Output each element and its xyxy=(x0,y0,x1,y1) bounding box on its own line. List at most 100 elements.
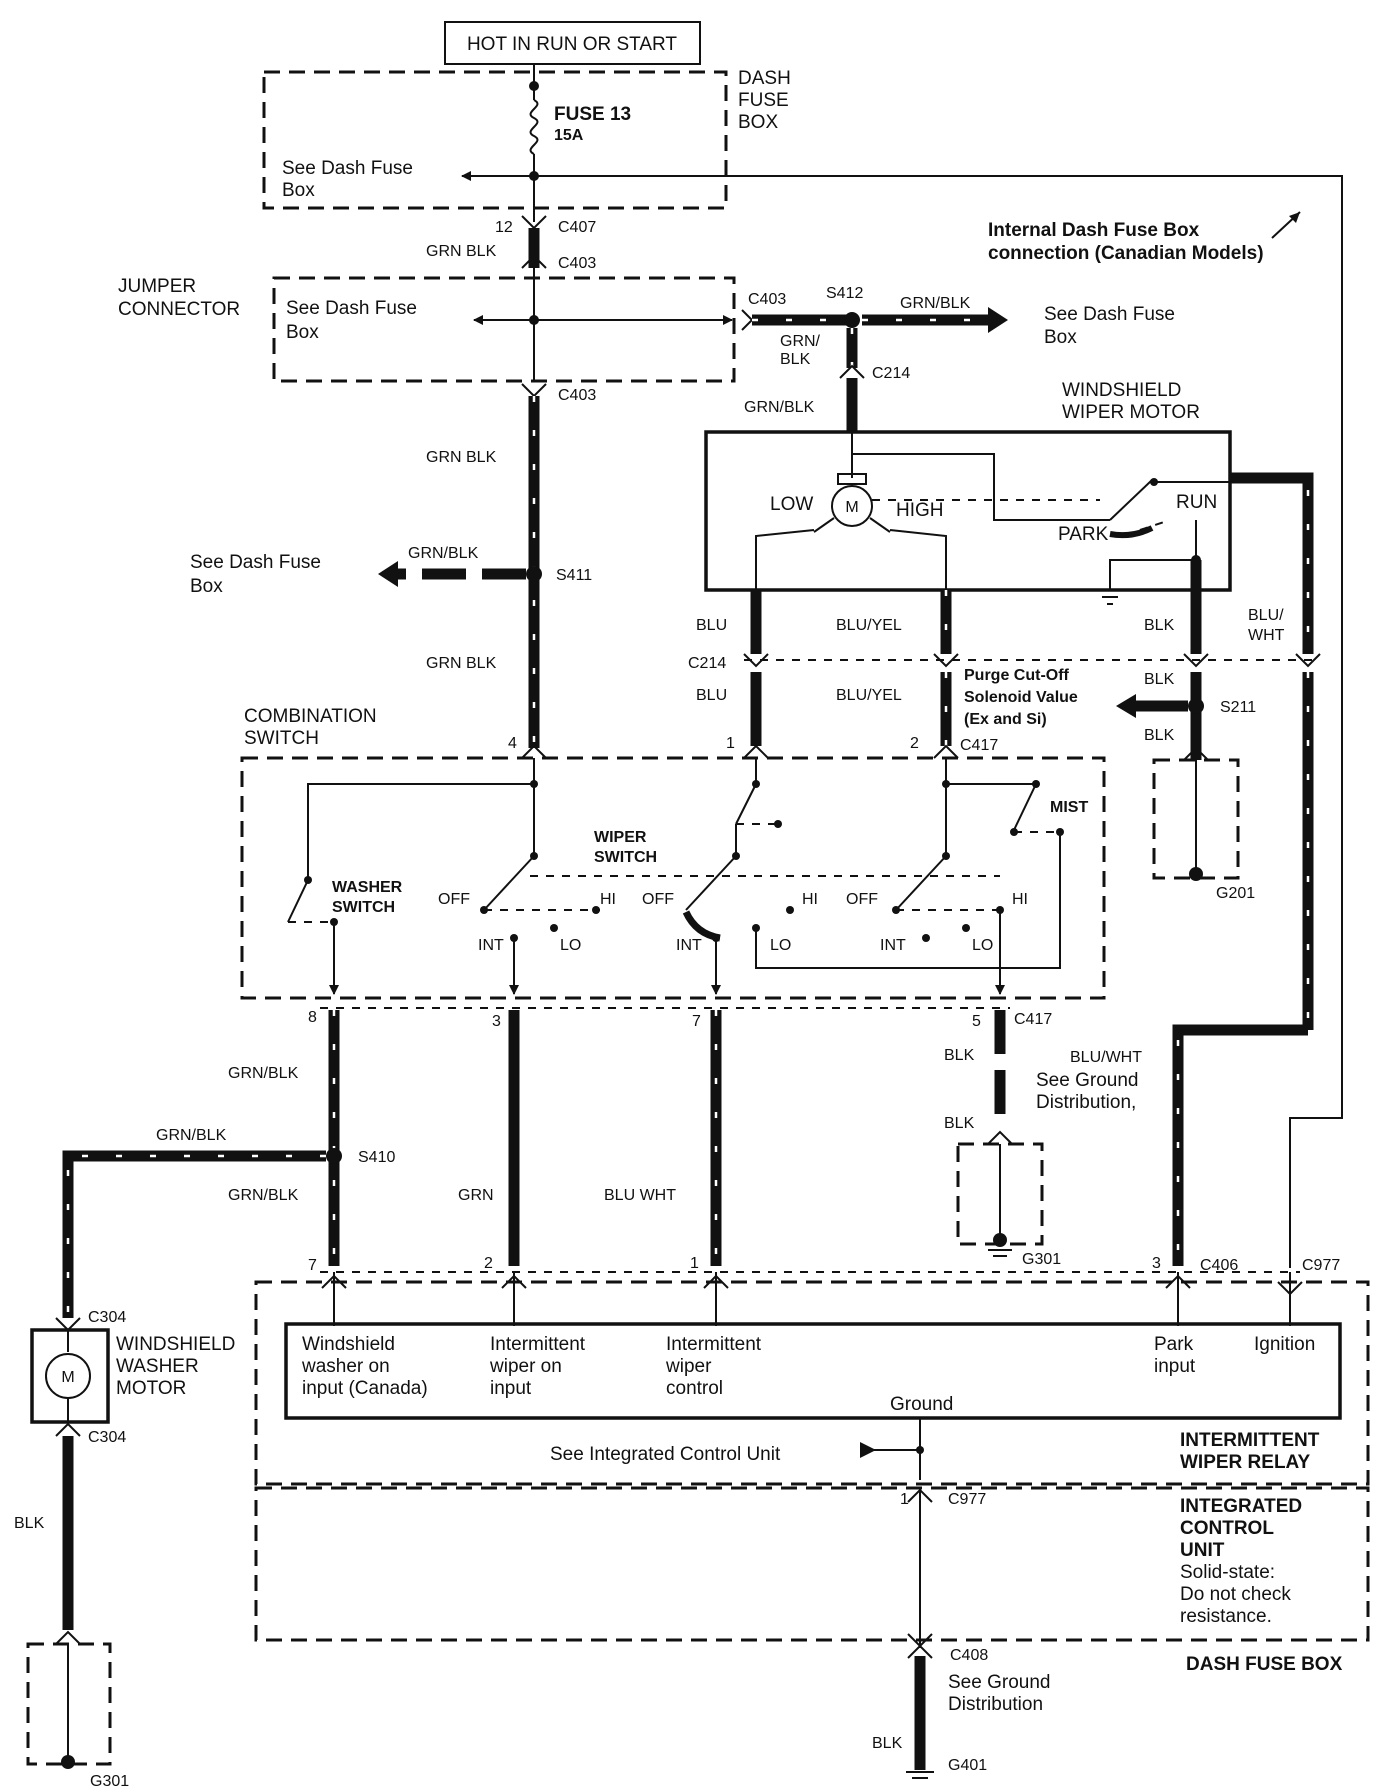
see-dash-fuse-box-s411-2: Box xyxy=(190,576,223,597)
svg-text:7: 7 xyxy=(308,1257,317,1274)
see-dash-fuse-box-s412: See Dash Fuse xyxy=(1044,304,1175,325)
svg-text:2: 2 xyxy=(484,1255,493,1272)
purge-label-2: Solenoid Value xyxy=(964,689,1078,706)
grn-blk-label-s411: GRN/BLK xyxy=(408,545,479,562)
svg-text:LO: LO xyxy=(972,937,993,954)
grn-blk-label-2: GRN BLK xyxy=(426,449,497,466)
splice-s411 xyxy=(526,566,542,582)
svg-text:WASHER: WASHER xyxy=(116,1356,199,1377)
svg-text:1: 1 xyxy=(900,1491,909,1508)
svg-text:WIPER RELAY: WIPER RELAY xyxy=(1180,1452,1311,1473)
blu-wht-stacked-2: WHT xyxy=(1248,627,1285,644)
splice-s412 xyxy=(844,312,860,328)
see-dash-fuse-box-top-2: Box xyxy=(282,180,315,201)
svg-text:1: 1 xyxy=(690,1255,699,1272)
blu-wht-wire-lower xyxy=(1172,1024,1308,1266)
svg-text:Do not check: Do not check xyxy=(1180,1584,1291,1605)
svg-text:input (Canada): input (Canada) xyxy=(302,1378,428,1399)
svg-text:WASHER: WASHER xyxy=(332,879,403,896)
svg-text:HI: HI xyxy=(802,891,818,908)
c403-label-1: C403 xyxy=(558,255,596,272)
grn-label: GRN xyxy=(458,1187,494,1204)
blk-label-washer: BLK xyxy=(14,1515,45,1532)
svg-text:C304: C304 xyxy=(88,1309,126,1326)
svg-text:C417: C417 xyxy=(1014,1011,1052,1028)
blk-label-pin5-bot: BLK xyxy=(944,1115,975,1132)
see-ground-distribution-1: See Ground xyxy=(1036,1070,1138,1091)
svg-text:5: 5 xyxy=(972,1013,981,1030)
svg-text:DASH: DASH xyxy=(738,68,791,89)
svg-text:washer on: washer on xyxy=(301,1356,390,1377)
blu-label-2: BLU xyxy=(696,687,727,704)
wiper-motor-symbol xyxy=(831,485,873,527)
see-ground-distribution-2: Distribution, xyxy=(1036,1092,1136,1113)
s410-label: S410 xyxy=(358,1149,395,1166)
internal-connection-label-2: connection (Canadian Models) xyxy=(988,243,1264,264)
blu-yel-label-2: BLU/YEL xyxy=(836,687,902,704)
grn-blk-label-s410: GRN/BLK xyxy=(228,1187,299,1204)
svg-text:1: 1 xyxy=(726,735,735,752)
svg-text:LOW: LOW xyxy=(770,494,813,515)
dash-fuse-box-bottom-label: DASH FUSE BOX xyxy=(1186,1654,1343,1675)
svg-text:HIGH: HIGH xyxy=(896,500,944,521)
s412-label: S412 xyxy=(826,285,863,302)
fuse-13-symbol xyxy=(529,99,539,155)
svg-text:resistance.: resistance. xyxy=(1180,1606,1272,1627)
grn-blk-label-c214: GRN/BLK xyxy=(744,399,815,416)
grn-blk-label-3: GRN BLK xyxy=(426,655,497,672)
svg-text:HI: HI xyxy=(1012,891,1028,908)
see-ground-dist-bottom-2: Distribution xyxy=(948,1694,1043,1715)
svg-text:RUN: RUN xyxy=(1176,492,1217,513)
svg-text:Ignition: Ignition xyxy=(1254,1334,1315,1355)
blu-yel-label-1: BLU/YEL xyxy=(836,617,902,634)
purge-label-1: Purge Cut-Off xyxy=(964,667,1070,684)
svg-text:C304: C304 xyxy=(88,1429,126,1446)
svg-text:UNIT: UNIT xyxy=(1180,1540,1225,1561)
svg-text:Ground: Ground xyxy=(890,1394,953,1415)
fuse-13-rating: 15A xyxy=(554,127,584,144)
svg-text:COMBINATION: COMBINATION xyxy=(244,706,377,727)
svg-text:BOX: BOX xyxy=(738,112,778,133)
svg-text:Box: Box xyxy=(286,322,319,343)
svg-text:CONTROL: CONTROL xyxy=(1180,1518,1274,1539)
svg-text:3: 3 xyxy=(1152,1255,1161,1272)
purge-label-3: (Ex and Si) xyxy=(964,711,1047,728)
splice-s410 xyxy=(326,1148,342,1164)
intermittent-wiper-relay: 7 2 1 3 C406 C977 Windshield washer on i… xyxy=(254,1255,1370,1486)
g301-label-left: G301 xyxy=(90,1773,129,1788)
grn-blk-stacked-2: BLK xyxy=(780,351,811,368)
hot-in-run-label: HOT IN RUN OR START xyxy=(444,21,701,65)
c408-label: C408 xyxy=(950,1647,988,1664)
see-dash-fuse-box-s412-2: Box xyxy=(1044,327,1077,348)
svg-text:SWITCH: SWITCH xyxy=(244,728,319,749)
svg-text:input: input xyxy=(1154,1356,1196,1377)
svg-text:LO: LO xyxy=(770,937,791,954)
svg-text:Solid-state:: Solid-state: xyxy=(1180,1562,1275,1583)
grn-blk-label-pin8: GRN/BLK xyxy=(228,1065,299,1082)
svg-text:INTERMITTENT: INTERMITTENT xyxy=(1180,1430,1320,1451)
svg-text:OFF: OFF xyxy=(642,891,674,908)
grn-blk-label-washer: GRN/BLK xyxy=(156,1127,227,1144)
svg-text:SWITCH: SWITCH xyxy=(594,849,657,866)
svg-text:MOTOR: MOTOR xyxy=(116,1378,186,1399)
jumper-connector: JUMPER CONNECTOR See Dash Fuse Box xyxy=(118,268,736,383)
s211-label: S211 xyxy=(1220,699,1256,716)
grn-blk-stacked-1: GRN/ xyxy=(780,333,821,350)
fuse-13-label: FUSE 13 xyxy=(554,104,631,125)
g301-label-center: G301 xyxy=(1022,1251,1061,1268)
blk-label-g401: BLK xyxy=(872,1735,903,1752)
c407-pin: 12 xyxy=(495,219,513,236)
svg-text:LO: LO xyxy=(560,937,581,954)
svg-text:OFF: OFF xyxy=(438,891,470,908)
svg-text:WINDSHIELD: WINDSHIELD xyxy=(1062,380,1181,401)
g201-label: G201 xyxy=(1216,885,1255,902)
svg-text:C406: C406 xyxy=(1200,1257,1238,1274)
see-dash-fuse-box-s411: See Dash Fuse xyxy=(190,552,321,573)
svg-text:Intermittent: Intermittent xyxy=(666,1334,762,1355)
svg-text:wiper on: wiper on xyxy=(489,1356,562,1377)
svg-text:C417: C417 xyxy=(960,737,998,754)
blk-label-pin5: BLK xyxy=(944,1047,975,1064)
svg-text:INTEGRATED: INTEGRATED xyxy=(1180,1496,1302,1517)
svg-text:C977: C977 xyxy=(1302,1257,1340,1274)
blu-label-1: BLU xyxy=(696,617,727,634)
